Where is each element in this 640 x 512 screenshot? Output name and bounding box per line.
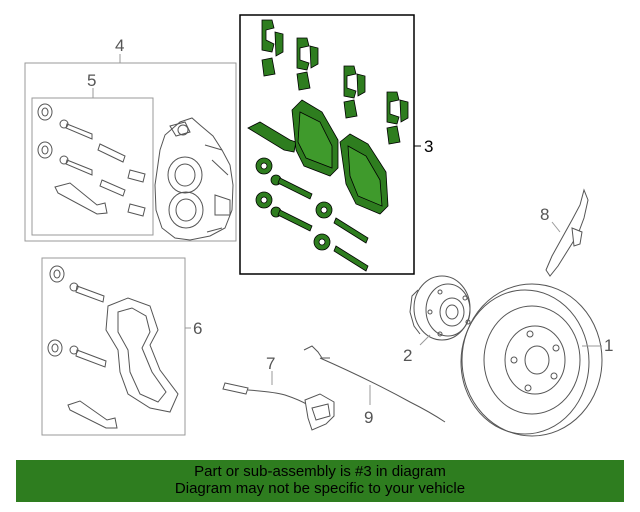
banner-line-2: Diagram may not be specific to your vehi… — [174, 480, 466, 497]
wheel-hub-part — [409, 275, 471, 346]
brake-pad-kit-group — [239, 14, 421, 275]
wear-indicator — [247, 121, 297, 153]
splash-shield-part — [545, 188, 589, 277]
callout-8: 8 — [540, 205, 549, 224]
brake-pad-inner — [291, 99, 339, 177]
callout-1: 1 — [604, 336, 613, 355]
callout-3: 3 — [424, 137, 433, 156]
wear-sensor-part — [222, 371, 335, 431]
hardware-parts — [37, 103, 146, 217]
banner-line-1: Part or sub-assembly is #3 in diagram — [194, 463, 446, 480]
brake-sensor-wire-part — [303, 345, 446, 423]
abutment-clips — [261, 19, 409, 145]
caliper-hardware-group — [31, 88, 154, 236]
pad-kit-parts — [247, 19, 409, 272]
callout-2: 2 — [403, 346, 412, 365]
caliper-assembly-box — [24, 62, 237, 242]
callout-7: 7 — [266, 354, 275, 373]
callout-4: 4 — [115, 36, 124, 55]
hardware-kit-box — [31, 97, 154, 236]
callout-9: 9 — [364, 408, 373, 427]
guide-bolts — [270, 174, 369, 272]
callout-5: 5 — [87, 71, 96, 90]
pad-kit-box — [239, 14, 415, 275]
bracket-box — [41, 257, 186, 436]
caliper-assembly-group — [24, 54, 237, 242]
callout-6: 6 — [193, 319, 202, 338]
brake-rotor-part — [460, 283, 603, 437]
caliper-bracket-group — [41, 257, 191, 436]
brake-pad-outer — [339, 133, 389, 215]
info-banner: Part or sub-assembly is #3 in diagram Di… — [16, 460, 624, 502]
bracket-parts — [47, 265, 179, 429]
caliper-body — [154, 117, 234, 241]
